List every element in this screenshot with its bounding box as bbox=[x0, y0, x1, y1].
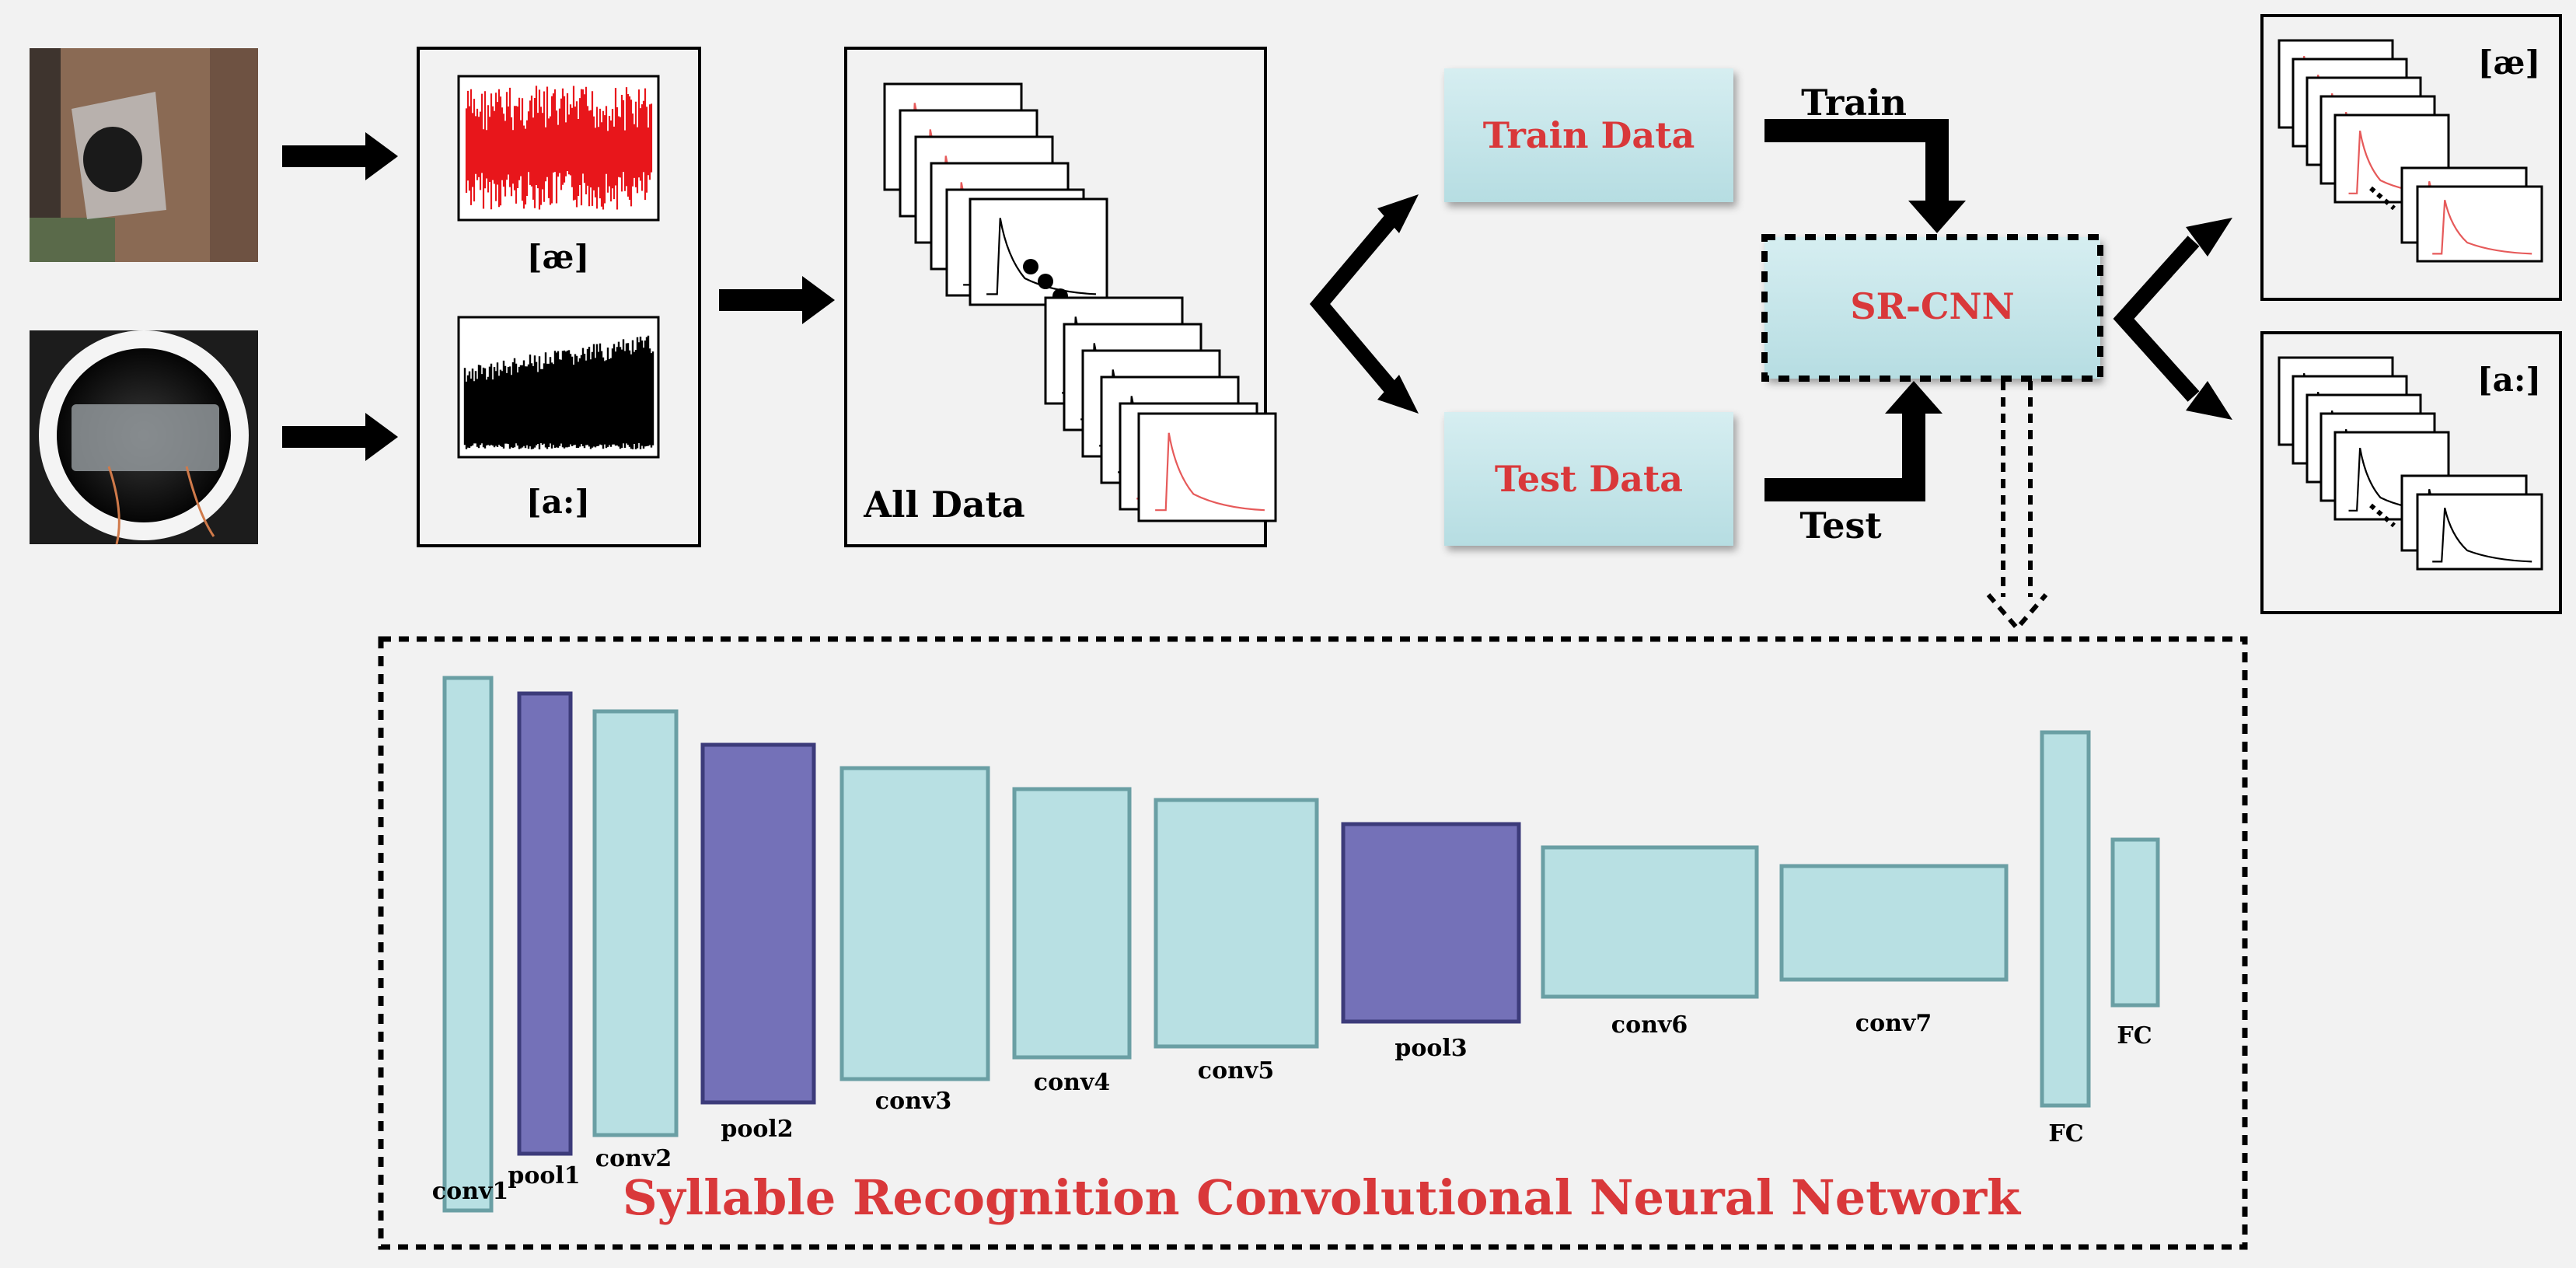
sample-curve bbox=[986, 218, 1096, 295]
arrow-signals-to-all-data bbox=[719, 276, 835, 324]
layer-label: conv5 bbox=[1198, 1057, 1274, 1085]
output-panel-a-long: [a:] bbox=[2260, 331, 2562, 614]
sample-frame bbox=[2416, 185, 2543, 263]
output-panel-ae: [æ] bbox=[2260, 14, 2562, 301]
layer-pool3-block bbox=[1341, 822, 1521, 1024]
label-srcnn: SR-CNN bbox=[1850, 285, 2014, 327]
layer-conv3-block bbox=[839, 766, 990, 1081]
layer-pool1-block bbox=[517, 691, 573, 1156]
sample-curve bbox=[2432, 200, 2532, 255]
layer-label: FC bbox=[2117, 1022, 2152, 1050]
all-data-stack-lower bbox=[1044, 296, 1277, 522]
layer-label: conv1 bbox=[432, 1178, 508, 1205]
output-label-a-long: [a:] bbox=[2477, 361, 2541, 399]
layer-conv4-block bbox=[1012, 787, 1132, 1060]
arrow-photo1-to-signals bbox=[282, 132, 398, 180]
label-test-data: Test Data bbox=[1495, 458, 1683, 500]
data-sample bbox=[2416, 493, 2543, 571]
ellipsis-dot bbox=[1023, 259, 1038, 274]
layer-label: conv2 bbox=[595, 1145, 672, 1172]
output-stack-ae bbox=[2278, 39, 2543, 263]
sample-frame bbox=[969, 197, 1108, 306]
sample-frame bbox=[2416, 493, 2543, 571]
label-train-data: Train Data bbox=[1483, 114, 1695, 156]
output-split-arrows bbox=[2113, 218, 2232, 420]
layer-label: conv7 bbox=[1855, 1010, 1932, 1037]
label-test: Test bbox=[1799, 505, 1882, 547]
waveform-red bbox=[465, 86, 653, 210]
arrow-photo2-to-signals bbox=[282, 413, 398, 461]
network-title: Syllable Recognition Convolutional Neura… bbox=[623, 1169, 2022, 1226]
srcnn-box: SR-CNN bbox=[1761, 234, 2103, 382]
test-arrow: Test bbox=[1764, 381, 1942, 547]
all-data-stack-upper bbox=[883, 82, 1108, 306]
sensor-photo-throat bbox=[30, 48, 258, 262]
layer-fc-block bbox=[2040, 730, 2091, 1108]
sample-curve bbox=[2432, 508, 2532, 563]
layer-label: pool2 bbox=[721, 1116, 793, 1143]
srcnn-to-network-arrow bbox=[1986, 381, 2048, 632]
ellipsis-dot bbox=[1038, 274, 1053, 289]
label-all-data: All Data bbox=[863, 484, 1024, 526]
sample-curve bbox=[1155, 432, 1265, 512]
layer-conv7-block bbox=[1779, 864, 2009, 982]
all-data-panel: All Data bbox=[844, 47, 1277, 547]
train-arrow: Train bbox=[1764, 82, 1966, 233]
data-sample bbox=[969, 197, 1108, 306]
layer-label: conv3 bbox=[875, 1088, 951, 1115]
layer-conv5-block bbox=[1154, 798, 1319, 1049]
layer-conv6-block bbox=[1541, 845, 1759, 999]
data-sample bbox=[1137, 412, 1277, 522]
label-a-long: [a:] bbox=[526, 483, 590, 521]
signal-waveform-a-long bbox=[463, 335, 654, 449]
layer-conv2-block bbox=[592, 709, 679, 1137]
layer-label: conv4 bbox=[1034, 1069, 1110, 1096]
waveform-black bbox=[463, 335, 654, 449]
sensor-photo-device bbox=[30, 330, 258, 545]
layer-label: FC bbox=[2048, 1120, 2083, 1147]
split-arrows bbox=[1309, 194, 1419, 414]
label-ae: [æ] bbox=[527, 238, 590, 276]
layer-fc-block bbox=[2110, 837, 2160, 1008]
sample-frame bbox=[1137, 412, 1277, 522]
layer-label: pool1 bbox=[508, 1162, 580, 1189]
layer-conv1-block bbox=[442, 676, 494, 1213]
signal-waveform-ae bbox=[465, 86, 653, 210]
label-train: Train bbox=[1801, 82, 1907, 124]
output-stack-a-long bbox=[2278, 356, 2543, 571]
output-label-ae: [æ] bbox=[2478, 44, 2541, 82]
data-sample bbox=[2416, 185, 2543, 263]
layer-pool2-block bbox=[700, 742, 816, 1105]
test-data-box: Test Data bbox=[1444, 412, 1733, 546]
raw-signal-panel: [æ] [a:] bbox=[417, 47, 701, 547]
layer-label: pool3 bbox=[1394, 1035, 1467, 1062]
layer-label: conv6 bbox=[1611, 1011, 1688, 1039]
train-data-box: Train Data bbox=[1444, 68, 1733, 202]
